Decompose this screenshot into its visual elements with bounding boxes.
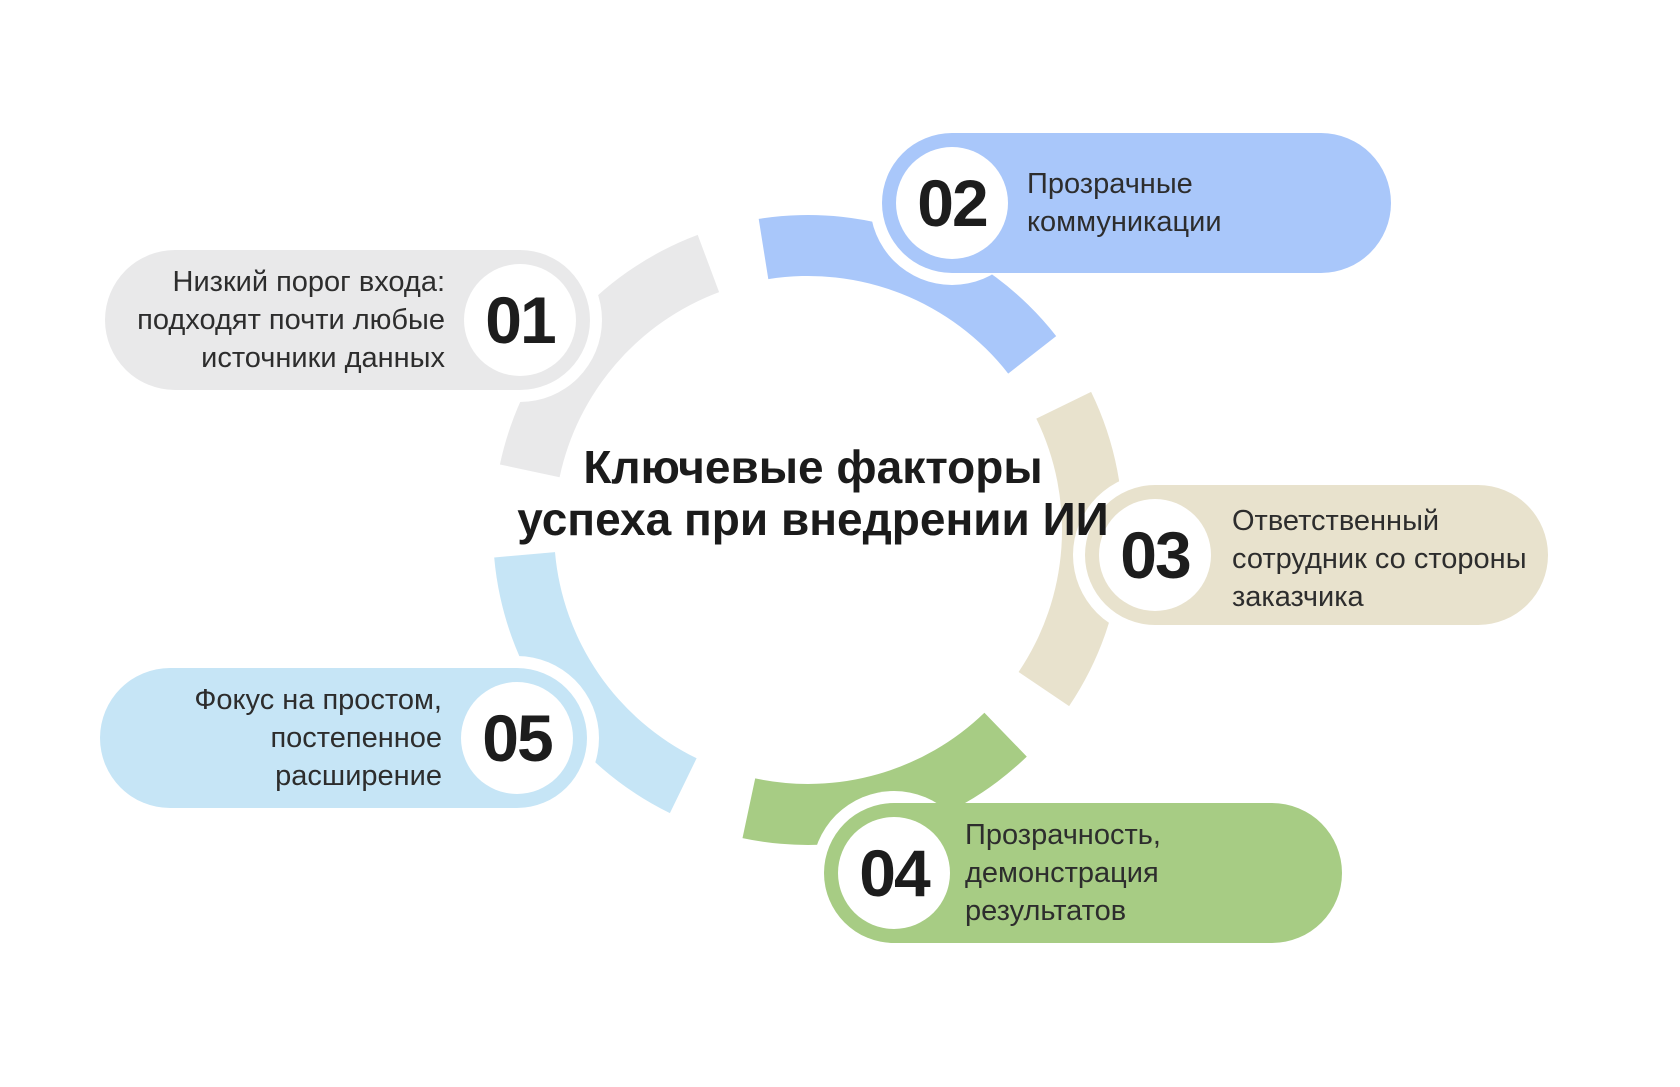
pill-label-line: Прозрачные [1027, 168, 1193, 200]
badge-number-03: 03 [1120, 518, 1191, 592]
pill-label-line: Прозрачность, [965, 819, 1161, 851]
pill-label-line: сотрудник со стороны [1232, 543, 1527, 575]
pill-label-line: результатов [965, 895, 1127, 927]
pill-label-line: заказчика [1232, 581, 1364, 613]
badge-number-05: 05 [482, 701, 553, 775]
badge-circle-04 [838, 817, 950, 929]
pill-factor-03 [1085, 485, 1548, 625]
badge-circles [461, 147, 1211, 929]
arc-factor-01 [499, 234, 720, 478]
pill-label-line: коммуникации [1027, 206, 1222, 238]
badge-circle-01 [464, 264, 576, 376]
pill-label-03: Ответственный сотрудник со стороны заказ… [1232, 502, 1527, 616]
pill-factor-04 [824, 803, 1342, 943]
pill-factor-05 [100, 668, 587, 808]
title-line: факторы успеха [517, 441, 1043, 545]
pills [100, 133, 1548, 943]
badge-number-02: 02 [917, 166, 988, 240]
arc-factor-05 [494, 552, 697, 814]
pill-label-line: Ответственный [1232, 505, 1440, 537]
badge-circle-03 [1099, 499, 1211, 611]
badge-number-04: 04 [859, 836, 930, 910]
pill-label-01: Низкий порог входа: подходят почти любые… [137, 263, 445, 377]
badge-number-01: 01 [485, 283, 556, 357]
pill-label-line: демонстрация [965, 857, 1159, 889]
pill-label-line: Фокус на простом, [194, 684, 442, 716]
pill-label-line: расширение [275, 760, 442, 792]
title-line: при внедрении ИИ [684, 493, 1109, 545]
ring-arcs [494, 215, 1123, 845]
pill-label-04: Прозрачность, демонстрация результатов [965, 816, 1161, 930]
pill-label-line: подходят почти любые [137, 304, 445, 336]
pill-label-line: Низкий порог входа: [172, 266, 445, 298]
pill-factor-02 [882, 133, 1391, 273]
pill-label-05: Фокус на простом, постепенное расширение [194, 681, 442, 795]
pill-label-02: Прозрачные коммуникации [1027, 165, 1222, 241]
badge-circle-05 [461, 682, 573, 794]
pill-factor-01 [105, 250, 590, 390]
arc-factor-04 [742, 712, 1027, 845]
pill-label-line: постепенное [270, 722, 442, 754]
arc-factor-03 [1018, 391, 1123, 707]
badge-circle-02 [896, 147, 1008, 259]
pill-label-line: источники данных [201, 342, 445, 374]
title-line: Ключевые [583, 441, 824, 493]
arc-factor-02 [758, 215, 1057, 374]
central-title: Ключевые факторы успеха при внедрении ИИ [513, 441, 1113, 545]
